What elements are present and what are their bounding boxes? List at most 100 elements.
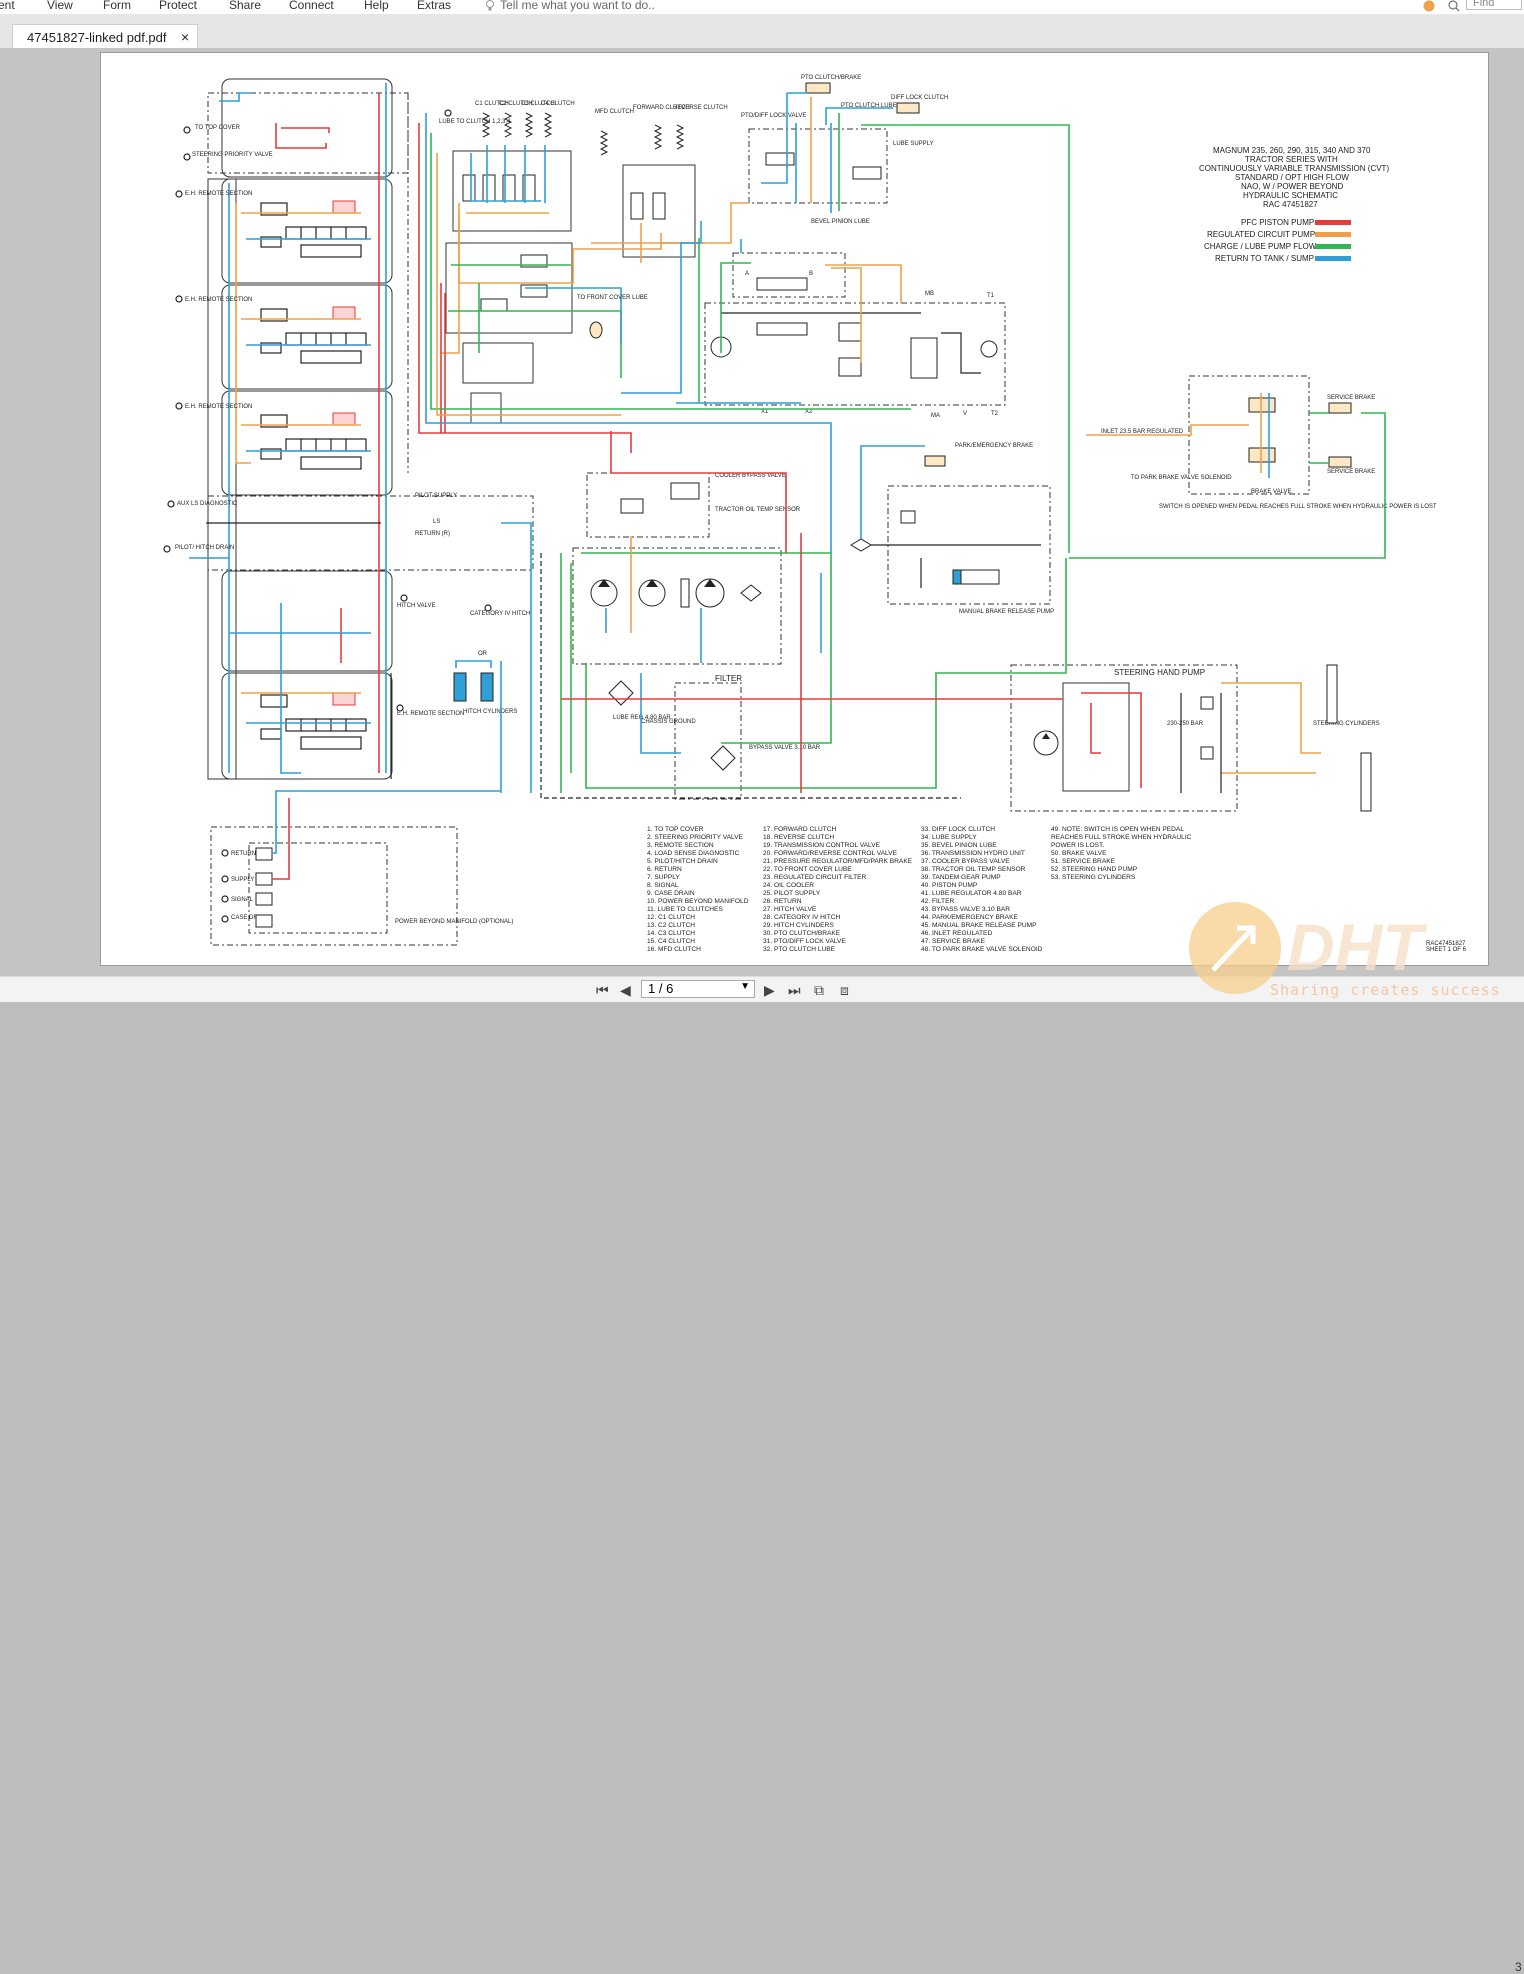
next-page-icon[interactable]: ▶ [764, 982, 775, 998]
menu-item-extras[interactable]: Extras [417, 0, 452, 12]
key-entry: 22. TO FRONT COVER LUBE [763, 866, 852, 873]
label-pto-clutch-lube: PTO CLUTCH LUBE [841, 103, 897, 109]
label-to-front: TO FRONT COVER LUBE [577, 295, 648, 301]
key-entry: 5. PILOT/HITCH DRAIN [647, 858, 718, 865]
watermark-slogan: Sharing creates success [1270, 981, 1501, 999]
label-category-hitch: CATEGORY IV HITCH [470, 611, 530, 617]
label-park-brake: PARK/EMERGENCY BRAKE [955, 443, 1033, 449]
legend-label-1: REGULATED CIRCUIT PUMP [1207, 230, 1315, 239]
label-inlet: INLET 23.5 BAR REGULATED [1101, 429, 1184, 435]
label-eh-remote-2: E.H. REMOTE SECTION [185, 297, 252, 303]
tab-title: 47451827-linked pdf.pdf [27, 30, 167, 45]
label-t2: T2 [991, 411, 999, 417]
hydro-unit: A B MB T1 X1 X2 MA V T2 [621, 238, 1006, 419]
label-service-brake-1: SERVICE BRAKE [1327, 395, 1375, 401]
menu-item-help[interactable]: Help [364, 0, 389, 12]
menu-item-view[interactable]: View [47, 0, 73, 12]
prev-page-icon[interactable]: ◀ [620, 982, 631, 998]
title-line-4: STANDARD / OPT HIGH FLOW [1235, 173, 1349, 182]
label-eh-remote-1: E.H. REMOTE SECTION [185, 191, 252, 197]
first-page-icon[interactable]: ⏮ [596, 982, 609, 998]
chevron-down-icon[interactable]: ▼ [740, 981, 750, 992]
label-switch-note: SWITCH IS OPENED WHEN PEDAL REACHES FULL… [1159, 504, 1437, 510]
label-lube-clutch: LUBE TO CLUTCH 1,2,3,4 [439, 119, 511, 125]
tab-document[interactable]: 47451827-linked pdf.pdf × [12, 24, 198, 48]
title-line-7: RAC 47451827 [1263, 200, 1318, 209]
hitch: CATEGORY IV HITCH OR HITCH CYLINDERS [453, 604, 530, 793]
label-v: V [963, 411, 967, 417]
key-entry: 11. LUBE TO CLUTCHES [647, 906, 723, 913]
label-eh-remote-3: E.H. REMOTE SECTION [185, 404, 252, 410]
label-bar-230: 230-250 BAR [1167, 721, 1204, 727]
key-entry: 28. CATEGORY IV HITCH [763, 914, 841, 921]
key-entry: 30. PTO CLUTCH/BRAKE [763, 930, 841, 937]
key-entry: 2. STEERING PRIORITY VALVE [647, 834, 744, 841]
label-brake-valve: BRAKE VALVE [1251, 489, 1291, 495]
clutch-area: LUBE TO CLUTCH 1,2,3,4 C1 CLUTCH C2 CLUT… [439, 101, 728, 433]
key-entry: 42. FILTER [921, 898, 954, 905]
valve-stack [207, 78, 534, 780]
label-to-park: TO PARK BRAKE VALVE SOLENOID [1131, 475, 1232, 481]
key-entry: 52. STEERING HAND PUMP [1051, 866, 1138, 873]
fit-width-icon[interactable]: ⧈ [840, 982, 849, 998]
key-entry: 48. TO PARK BRAKE VALVE SOLENOID [921, 946, 1043, 953]
sheet-number: SHEET 1 OF 6 [1426, 947, 1467, 953]
last-page-icon[interactable]: ⏭ [788, 982, 801, 998]
key-entry: 47. SERVICE BRAKE [921, 938, 986, 945]
legend-label-3: RETURN TO TANK / SUMP [1215, 254, 1314, 263]
key-entry: 23. REGULATED CIRCUIT FILTER [763, 874, 867, 881]
title-line-1: MAGNUM 235, 260, 290, 315, 340 AND 370 [1213, 146, 1371, 155]
menu-item-protect[interactable]: Protect [159, 0, 198, 12]
key-entry: 40. PISTON PUMP [921, 882, 978, 889]
label-t1: T1 [987, 293, 995, 299]
key-entry: 3. REMOTE SECTION [647, 842, 714, 849]
menu-item-share[interactable]: Share [229, 0, 262, 12]
key-entry: 39. TANDEM GEAR PUMP [921, 874, 1001, 881]
key-entry: 44. PARK/EMERGENCY BRAKE [921, 914, 1018, 921]
title-line-2: TRACTOR SERIES WITH [1245, 155, 1338, 164]
menu-item-comment[interactable]: ent [0, 0, 15, 12]
fit-page-icon[interactable]: ⧉ [814, 982, 824, 998]
trunk-lines [390, 113, 961, 799]
key-entry: 38. TRACTOR OIL TEMP SENSOR [921, 866, 1026, 873]
close-icon[interactable]: × [181, 29, 190, 45]
label-to-top-cover: TO TOP COVER [195, 125, 241, 131]
tell-me-search[interactable]: Tell me what you want to do.. [483, 0, 655, 13]
label-steering-pump: STEERING HAND PUMP [1114, 668, 1205, 677]
label-lube-supply: LUBE SUPPLY [893, 141, 934, 147]
label-lube-reg: LUBE REG 4.80 BAR [613, 715, 671, 721]
key-entry: 51. SERVICE BRAKE [1051, 858, 1116, 865]
key-entry: 35. BEVEL PINION LUBE [921, 842, 997, 849]
key-entry: 18. REVERSE CLUTCH [763, 834, 834, 841]
lightbulb-icon [486, 0, 494, 11]
notification-icon[interactable] [1422, 0, 1436, 12]
menu-item-connect[interactable]: Connect [289, 0, 334, 12]
valve-spool [260, 200, 367, 258]
label-tractor-oil: TRACTOR OIL TEMP SENSOR [715, 507, 801, 513]
key-entry: 37. COOLER BYPASS VALVE [921, 858, 1010, 865]
key-entry: 43. BYPASS VALVE 3.10 BAR [921, 906, 1010, 913]
key-entry: 17. FORWARD CLUTCH [763, 826, 837, 833]
search-icon[interactable] [1447, 0, 1461, 12]
key-entry: 19. TRANSMISSION CONTROL VALVE [763, 842, 881, 849]
legend-label-0: PFC PISTON PUMP [1241, 218, 1314, 227]
label-steering-cyl: STEERING CYLINDERS [1313, 721, 1380, 727]
key-entry: 26. RETURN [763, 898, 802, 905]
label-pilot-hitch: PILOT/ HITCH DRAIN [175, 545, 234, 551]
find-input[interactable]: Find [1466, 0, 1522, 10]
label-bypass: BYPASS VALVE 3.10 BAR [749, 745, 821, 751]
key-entry: 6. RETURN [647, 866, 682, 873]
legend-label-2: CHARGE / LUBE PUMP FLOW [1204, 242, 1317, 251]
label-x2: X2 [805, 409, 813, 415]
menu-item-form[interactable]: Form [103, 0, 131, 12]
key-entry: 29. HITCH CYLINDERS [763, 922, 834, 929]
label-mfd: MFD CLUTCH [595, 109, 634, 115]
pump-area: COOLER BYPASS VALVE TRACTOR OIL TEMP SEN… [560, 431, 1067, 800]
key-entry: 14. C3 CLUTCH [647, 930, 695, 937]
stack-lines [189, 83, 387, 774]
title-line-5: NAO, W / POWER BEYOND [1241, 182, 1343, 191]
page-number-input[interactable]: 1 / 6 ▼ [641, 980, 755, 998]
key-entry: 24. OIL COOLER [763, 882, 814, 889]
label-pto-diff: PTO/DIFF LOCK VALVE [741, 113, 806, 119]
label-aux-ls: AUX LS DIAGNOSTIC [177, 501, 238, 507]
